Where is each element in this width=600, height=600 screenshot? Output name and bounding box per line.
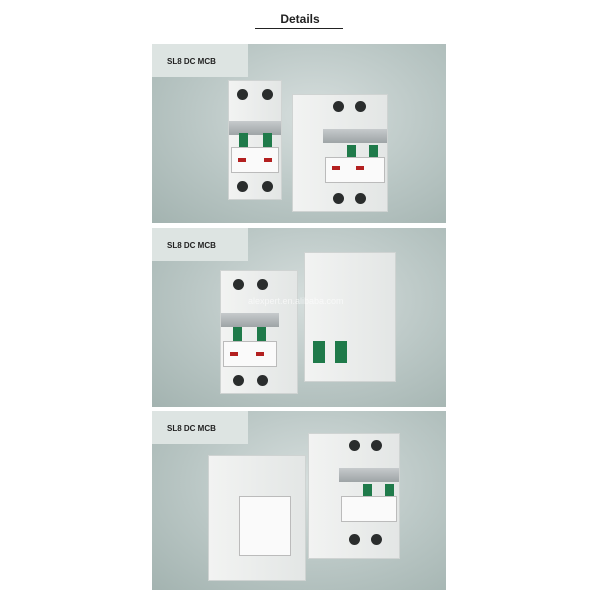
product-image-panel-3[interactable]: SL8 DC MCB (152, 411, 446, 590)
section-title: Details (280, 12, 320, 26)
mcb-side-view (304, 252, 396, 382)
watermark: alexpert.en.alibaba.com (248, 296, 344, 306)
mcb-angled-view (292, 94, 388, 212)
title-underline (255, 28, 343, 29)
product-label: SL8 DC MCB (152, 411, 248, 444)
product-image-panel-1[interactable]: SL8 DC MCB (152, 44, 446, 223)
product-label: SL8 DC MCB (152, 44, 248, 77)
mcb-angled-view (308, 433, 400, 559)
product-label: SL8 DC MCB (152, 228, 248, 261)
mcb-front-view (228, 80, 282, 200)
mcb-back-view (208, 455, 306, 581)
product-image-panel-2[interactable]: SL8 DC MCB alexpert.en.alibaba.com (152, 228, 446, 407)
mcb-front-view (220, 270, 298, 394)
